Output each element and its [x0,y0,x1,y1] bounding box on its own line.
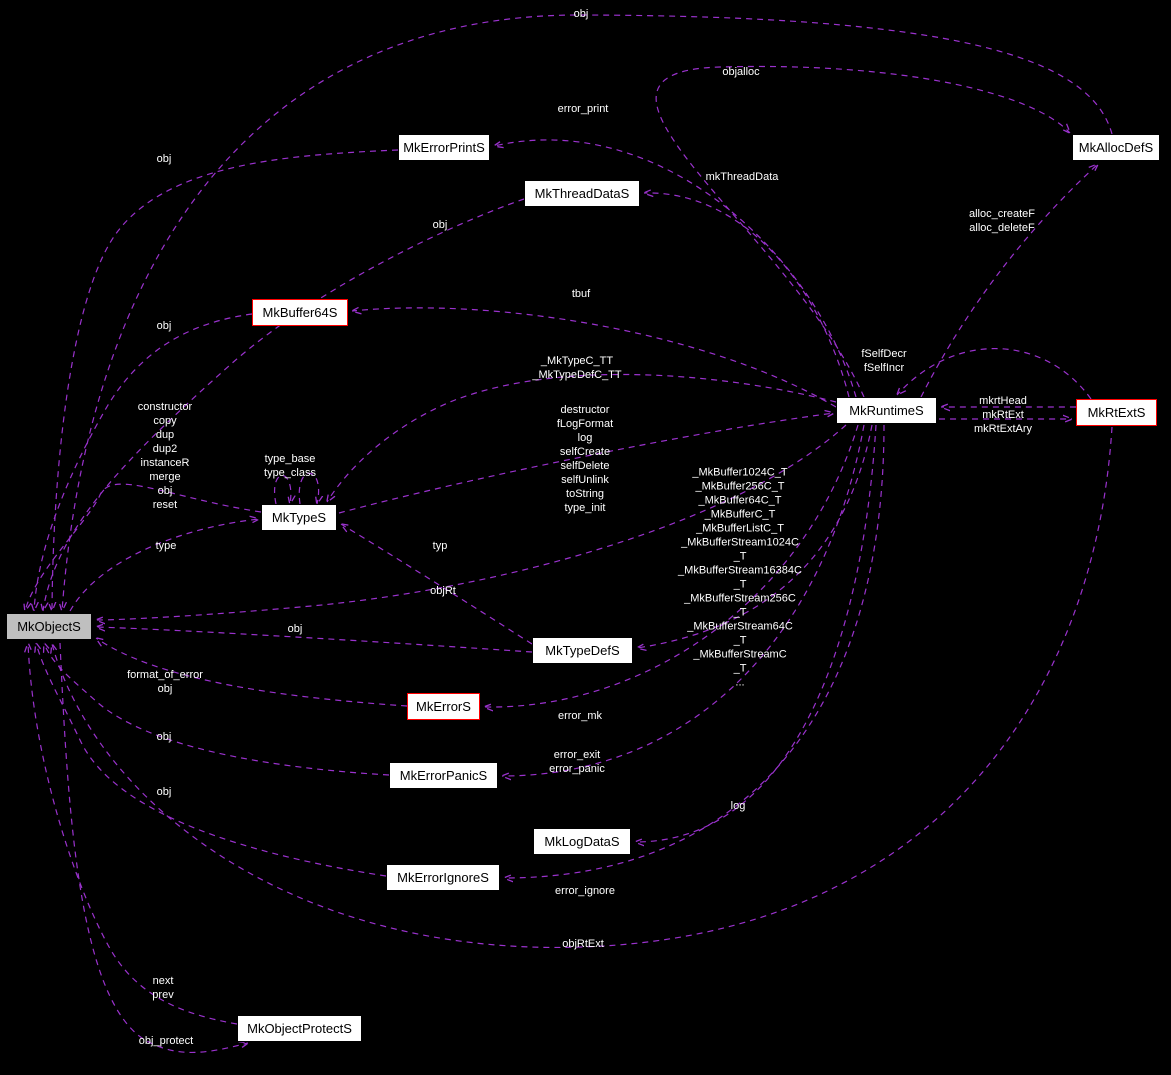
edge-label-typ: typ [432,540,448,553]
edge-label-objrt: objRt [430,585,456,598]
node-mkrtexts[interactable]: MkRtExtS [1076,399,1157,426]
edge-runtime-errorignore [504,424,885,878]
node-mkobjectprotects[interactable]: MkObjectProtectS [237,1015,362,1042]
edge-runtime-allocdef-alloc [920,164,1098,398]
edge-typedef-type [341,524,533,645]
node-mkerrorignores[interactable]: MkErrorIgnoreS [386,864,500,891]
edge-label-constructor: constructor copy dup dup2 instanceR merg… [137,401,193,511]
edge-label-error-ignore: error_ignore [555,885,615,898]
node-mkerrorprints[interactable]: MkErrorPrintS [398,134,490,161]
edge-runtime-threaddata [644,193,850,398]
edge-label-type: type [155,540,177,553]
edge-label-destructor: destructor fLogFormat log selfCreate sel… [556,404,614,514]
edge-label-mkthreaddata: mkThreadData [705,171,779,184]
node-mktypes[interactable]: MkTypeS [261,504,337,531]
edge-label-fself: fSelfDecr fSelfIncr [861,348,907,374]
edge-type-self-2 [298,472,318,504]
edge-runtime-errorpanic [502,424,865,776]
edge-label-alloc-createf: alloc_createF alloc_deleteF [968,208,1036,234]
edge-label-type-base: type_base type_class [264,453,316,479]
edge-type-object [25,483,262,611]
edge-label-error-mk: error_mk [557,710,603,723]
edge-label-obj-errorprint: obj [156,153,172,166]
edge-type-runtime [338,413,834,514]
edge-runtime-object-objrt [96,424,847,620]
edge-label-buffer-types: _MkBuffer1024C_T _MkBuffer256C_T _MkBuff… [678,466,802,688]
edge-objectprotect-object [28,643,238,1025]
edge-buffer64-object [34,313,253,611]
edge-runtime-type [327,373,837,502]
edge-errorignore-object [36,643,387,877]
edge-label-mktypec: _MkTypeC_TT _MkTypeDefC_TT [532,355,622,381]
edge-label-obj-protect: obj_protect [138,1035,194,1048]
edge-label-obj-threaddata: obj [432,219,448,232]
edge-label-obj-top: obj [573,8,589,21]
node-mkthreaddatas[interactable]: MkThreadDataS [524,180,640,207]
edge-label-log: log [730,800,746,813]
edge-object-type [69,519,259,612]
edge-runtime-typedef [637,424,873,648]
node-mktypedefs[interactable]: MkTypeDefS [532,637,633,664]
node-mklogdatas[interactable]: MkLogDataS [533,828,631,855]
edge-label-obj-errorpanic: obj [156,731,172,744]
edge-label-error-print: error_print [557,103,609,116]
edge-label-obj-typedef: obj [287,623,303,636]
node-mkallocdefs[interactable]: MkAllocDefS [1072,134,1160,161]
edge-label-obj-errorignore: obj [156,786,172,799]
edge-label-next-prev: next prev [152,975,174,1001]
edge-label-objalloc: objalloc [722,66,760,79]
edge-object-objectprotect [59,642,248,1052]
edge-runtime-error [484,424,859,707]
edge-label-objrtext: objRtExt [562,938,604,951]
edge-errorprint-object [52,149,399,611]
edge-allocdef-object [62,14,1113,611]
edge-threaddata-object [43,198,525,611]
edge-runtime-allocdef-objalloc [655,65,1070,398]
edge-label-tbuf: tbuf [571,288,591,301]
edge-errorpanic-object [44,643,390,776]
edge-label-format-of-error: format_of_error obj [127,669,203,695]
edge-label-mkrthead: mkrtHead mkRtExt mkRtExtAry [973,395,1033,435]
edge-typedef-object [96,627,533,653]
node-mkbuffer64s[interactable]: MkBuffer64S [252,299,348,326]
node-mkobjects[interactable]: MkObjectS [6,613,92,640]
edge-label-obj-buffer: obj [156,320,172,333]
node-mkerrorpanics[interactable]: MkErrorPanicS [389,762,498,789]
edge-runtime-buffer64 [352,308,837,408]
edge-runtime-logdata [635,424,877,842]
node-mkruntimes[interactable]: MkRuntimeS [836,397,937,424]
edge-error-object [96,638,408,707]
node-mkerrors[interactable]: MkErrorS [407,693,480,720]
edge-rtext-runtime-fself [897,347,1092,399]
edge-label-error-exit: error_exit error_panic [549,749,605,775]
